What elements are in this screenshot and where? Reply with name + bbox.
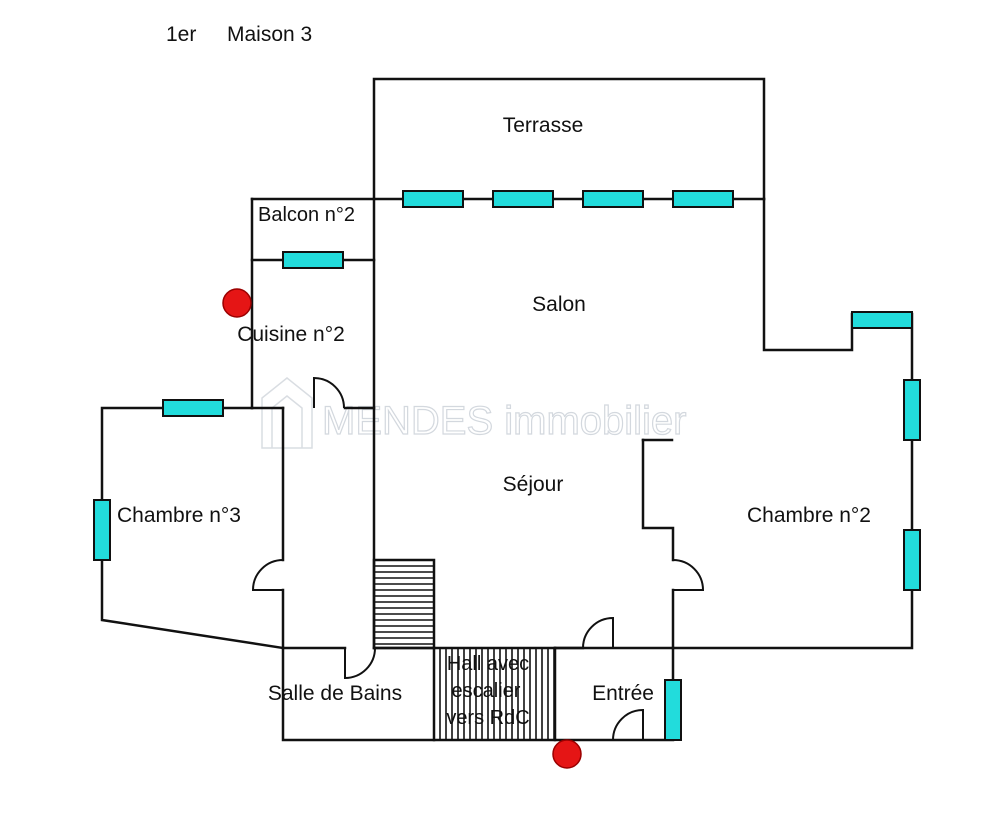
door-chambre2 (672, 559, 705, 591)
watermark-logo-icon (261, 377, 313, 449)
window-terrasse-1 (402, 190, 464, 208)
window-chambre2-right-1 (903, 379, 921, 441)
window-terrasse-2 (492, 190, 554, 208)
watermark-text: MENDES immobilier (322, 399, 687, 443)
window-balcon (282, 251, 344, 269)
door-entree (612, 708, 644, 741)
door-cuisine (313, 376, 345, 409)
stairs-hall (439, 648, 555, 740)
windows (93, 190, 921, 741)
level-label: 1er (166, 23, 196, 46)
marker-cuisine-icon (222, 288, 252, 318)
window-entree (664, 679, 682, 741)
door-sejour (582, 616, 614, 649)
terrasse-walls (372, 77, 766, 201)
window-terrasse-4 (672, 190, 734, 208)
room-label-salon: Salon (532, 293, 586, 316)
house-name-label: Maison 3 (227, 23, 312, 46)
room-label-cuisine: Cuisine n°2 (237, 323, 345, 346)
room-label-hall-line1: Hall avec (447, 653, 529, 675)
stairs-upper (372, 558, 436, 650)
doors (251, 376, 705, 741)
door-salle-de-bains (344, 647, 376, 680)
window-chambre3-top (162, 399, 224, 417)
room-label-chambre2: Chambre n°2 (747, 504, 871, 527)
room-label-hall-line2: escalier (452, 680, 521, 702)
watermark: MENDES immobilier (261, 377, 687, 449)
window-chambre3-left (93, 499, 111, 561)
room-label-entree: Entrée (592, 682, 654, 705)
door-chambre3 (251, 559, 284, 591)
window-terrasse-3 (582, 190, 644, 208)
marker-entree-icon (552, 739, 582, 769)
room-label-salle-de-bains: Salle de Bains (268, 682, 402, 705)
room-label-balcon: Balcon n°2 (258, 204, 355, 226)
markers (222, 288, 582, 769)
room-label-sejour: Séjour (503, 473, 564, 496)
window-chambre2-right-2 (903, 529, 921, 591)
room-label-hall-line3: vers RdC (446, 707, 529, 729)
window-chambre2-top (851, 311, 913, 329)
room-label-terrasse: Terrasse (503, 114, 584, 137)
room-label-chambre3: Chambre n°3 (117, 504, 241, 527)
